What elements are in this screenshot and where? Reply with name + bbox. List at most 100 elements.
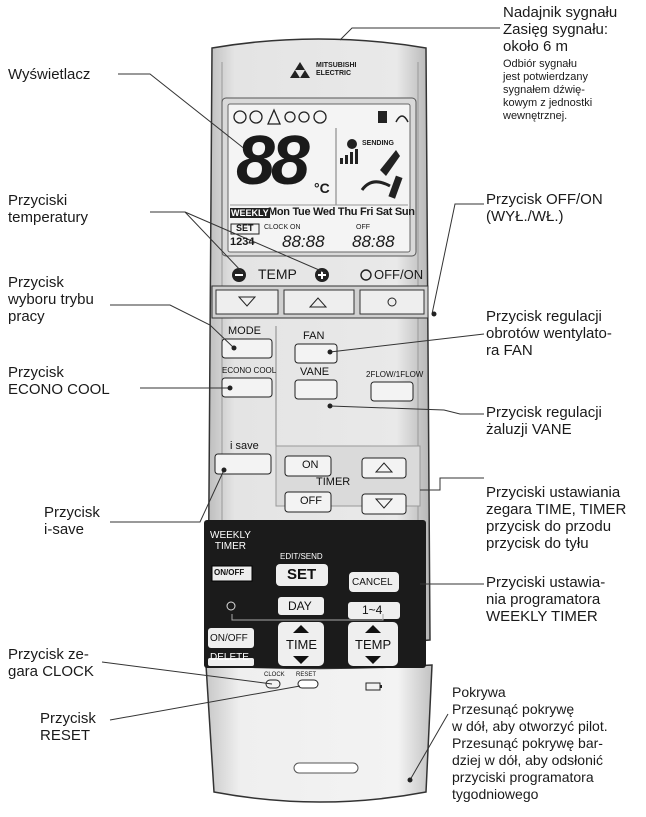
annotation-econo: Przycisk ECONO COOL	[8, 364, 110, 398]
signal-indicator-icon	[395, 115, 409, 123]
annotation-clock: Przycisk ze- gara CLOCK	[8, 646, 94, 680]
annotation-temp-buttons: Przyciski temperatury	[8, 192, 89, 226]
lcd-clock: CLOCK	[264, 224, 289, 231]
clock-small-icon	[226, 601, 236, 611]
leader-reset	[109, 685, 301, 721]
delete-label: DELETE	[210, 652, 249, 663]
timer-up-button[interactable]	[361, 457, 407, 479]
delete-button[interactable]	[208, 658, 254, 666]
annotation-fan: Przycisk regulacji obrotów wentylato- ra…	[486, 308, 612, 359]
cancel-label: CANCEL	[352, 577, 393, 588]
off-on-button[interactable]	[359, 289, 425, 315]
cancel-button[interactable]	[349, 572, 399, 592]
mode-button[interactable]	[221, 338, 273, 359]
clock-button[interactable]	[265, 679, 281, 689]
leader-offon	[431, 203, 484, 315]
leader-clock	[101, 661, 273, 685]
leader-transmitter	[339, 27, 500, 41]
vane-label: VANE	[300, 366, 330, 378]
time-label: TIME	[286, 637, 318, 652]
temp2-label: TEMP	[355, 637, 392, 652]
cover-slot	[293, 762, 359, 774]
annotation-reset: Przycisk RESET	[40, 710, 96, 744]
lcd-unit: °C	[314, 180, 330, 196]
lcd-set: SET	[236, 223, 254, 233]
edit-send-label: EDIT/SEND	[280, 552, 323, 561]
remote-cover	[205, 664, 433, 803]
leader-display	[118, 73, 247, 151]
leader-isave	[110, 469, 225, 523]
set-button[interactable]	[276, 564, 328, 586]
flow-label: 2FLOW/1FLOW	[366, 370, 424, 379]
lcd-digits-left: 1234	[230, 236, 255, 248]
annotation-cover-text: Przesunąć pokrywę w dół, aby otworzyć pi…	[452, 701, 608, 802]
timer-down-button[interactable]	[361, 493, 407, 515]
leader-vane	[329, 405, 484, 415]
lcd-on: ON	[290, 224, 301, 231]
day-button[interactable]	[278, 597, 324, 615]
weekly-onoff-label: ON/OFF	[214, 568, 245, 577]
temp-down-button[interactable]	[215, 289, 279, 315]
day-label: DAY	[288, 599, 312, 613]
annotation-mode: Przycisk wyboru trybu pracy	[8, 274, 94, 325]
reset-label: RESET	[296, 672, 317, 678]
lcd-set-box	[230, 223, 260, 235]
mode-label: MODE	[228, 325, 261, 337]
annotation-timer: Przyciski ustawiania zegara TIME, TIMER …	[486, 484, 627, 552]
mode-icons	[233, 108, 327, 125]
lcd-time2: 88:88	[352, 232, 395, 251]
leader-cover	[409, 713, 449, 781]
temp-up-button[interactable]	[283, 289, 355, 315]
time-button[interactable]	[278, 622, 324, 666]
annotation-transmitter-note: Odbiór sygnału jest potwierdzany sygnałe…	[503, 58, 593, 122]
weekly-timer-label: WEEKLY TIMER	[210, 530, 251, 552]
range-button[interactable]	[348, 602, 400, 619]
lcd-days: Mon Tue Wed Thu Fri Sat Sun	[268, 206, 415, 218]
offon-label: OFF/ON	[374, 267, 424, 282]
lcd-off: OFF	[356, 224, 370, 231]
leader-timer	[420, 477, 484, 491]
timer-off-label: OFF	[300, 495, 322, 507]
isave-label: i save	[230, 440, 259, 452]
reset-button[interactable]	[297, 679, 319, 689]
leader-temp2	[184, 211, 327, 274]
clock-label: CLOCK	[264, 672, 285, 678]
weekly-onoff-button[interactable]	[211, 565, 253, 582]
fan-vane-lcd-icons	[340, 139, 403, 199]
isave-indicator-icon	[378, 111, 387, 123]
timer-label: TIMER	[316, 476, 351, 488]
annotation-off-on: Przycisk OFF/ON (WYŁ./WŁ.)	[486, 191, 603, 225]
annotation-isave: Przycisk i-save	[44, 504, 100, 538]
lcd-weekly: WEEKLY	[230, 208, 270, 218]
weekly-onoff2-button[interactable]	[208, 628, 254, 648]
temp-label: TEMP	[258, 266, 297, 282]
timer-on-label: ON	[302, 459, 319, 471]
lcd-screen	[227, 103, 411, 253]
annotation-display: Wyświetlacz	[8, 66, 91, 83]
lcd-sending: SENDING	[362, 140, 394, 147]
temp2-button[interactable]	[348, 622, 398, 666]
flow-button[interactable]	[370, 381, 414, 402]
range-label: 1~4	[362, 603, 383, 617]
weekly-onoff2-label: ON/OFF	[210, 633, 248, 644]
annotation-weekly: Przyciski ustawia- nia programatora WEEK…	[486, 574, 606, 625]
vane-button[interactable]	[294, 379, 338, 400]
fan-label: FAN	[303, 330, 325, 342]
brand-label: MITSUBISHI ELECTRIC	[316, 62, 357, 77]
leader-fan	[329, 333, 485, 353]
annotation-vane: Przycisk regulacji żaluzji VANE	[486, 404, 602, 438]
leader-mode	[110, 304, 235, 349]
annotation-transmitter: Nadajnik sygnału Zasięg sygnału: około 6…	[503, 4, 618, 55]
set-label: SET	[287, 566, 317, 583]
isave-button[interactable]	[214, 453, 272, 475]
lcd-temperature: 88	[236, 121, 310, 199]
annotation-cover-title: Pokrywa	[452, 684, 506, 700]
econo-label: ECONO COOL	[222, 366, 277, 375]
mitsubishi-logo-icon	[290, 62, 310, 78]
timer-off-button[interactable]	[284, 491, 332, 513]
timer-on-button[interactable]	[284, 455, 332, 477]
lcd-time1: 88:88	[282, 232, 325, 251]
power-icon	[360, 269, 372, 281]
fan-button[interactable]	[294, 343, 338, 364]
